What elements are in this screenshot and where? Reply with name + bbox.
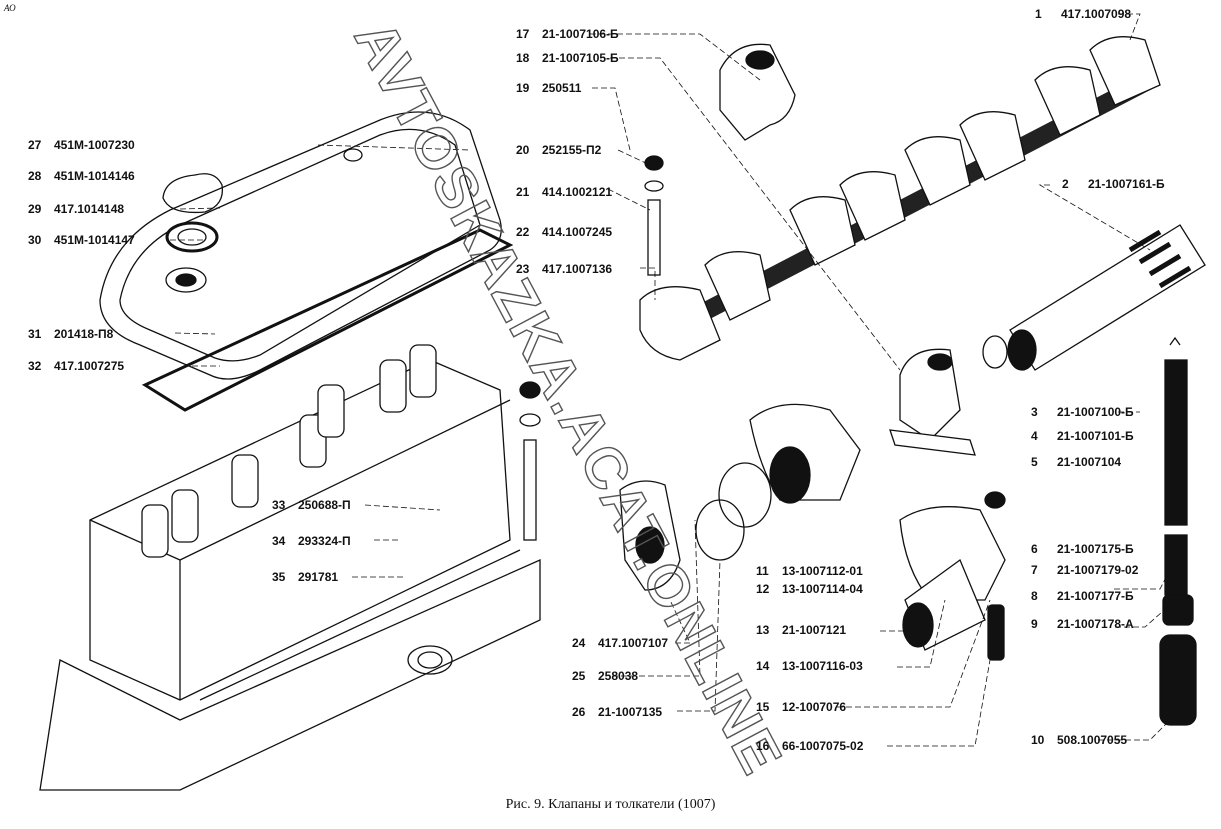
valve-cover-gasket: [141, 228, 514, 412]
figure-caption: Рис. 9. Клапаны и толкатели (1007): [505, 797, 716, 812]
rocker-shaft-spring: [982, 224, 1206, 371]
studs: [519, 155, 1006, 661]
rocker-arms: [619, 403, 1006, 651]
filler-cap: [162, 173, 224, 253]
valve-cover: [99, 111, 502, 380]
rocker-shaft-assembly: [639, 36, 1161, 361]
leader-lines: [170, 13, 1176, 747]
rocker-brackets: [719, 43, 976, 456]
corner-mark: АО: [4, 3, 16, 13]
valve-springs: [141, 344, 437, 558]
washers: [695, 462, 772, 561]
push-rod-tappet: [1159, 336, 1197, 726]
